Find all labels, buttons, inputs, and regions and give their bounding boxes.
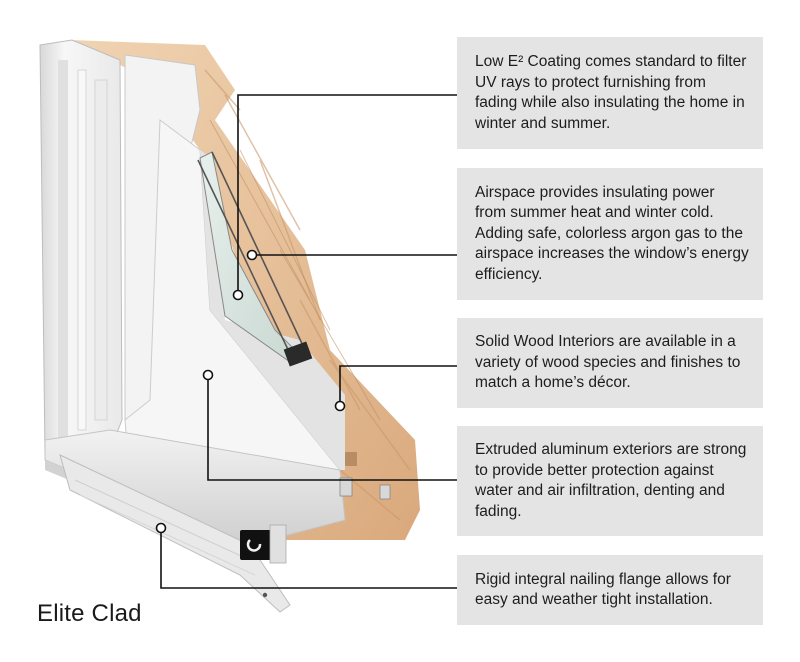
leader-dot-wood <box>334 400 346 412</box>
insulated-glass-unit <box>197 151 313 367</box>
callout-text: Low E² Coating comes standard to filter … <box>475 53 747 132</box>
callout-low-e-coating: Low E² Coating comes standard to filter … <box>457 37 763 149</box>
leader-lines <box>160 94 457 589</box>
callout-text: Rigid integral nailing flange allows for… <box>475 570 731 609</box>
aluminum-clip <box>339 452 391 500</box>
callout-text: Extruded aluminum exteriors are strong t… <box>475 441 747 520</box>
callout-solid-wood-interiors: Solid Wood Interiors are available in a … <box>457 318 763 408</box>
callout-text: Airspace provides insulating power from … <box>475 183 749 283</box>
callout-nailing-flange: Rigid integral nailing flange allows for… <box>457 555 763 625</box>
leader-dot-aluminum <box>202 369 214 381</box>
leader-endpoints <box>155 249 346 534</box>
callout-airspace: Airspace provides insulating power from … <box>457 168 763 300</box>
leader-line-flange <box>160 530 457 589</box>
diagram-caption: Elite Clad <box>37 600 142 627</box>
leader-line-low-e <box>237 94 457 292</box>
nailing-flange <box>59 454 291 613</box>
leader-dot-low-e <box>232 289 244 301</box>
leader-dot-flange <box>155 522 167 534</box>
leader-line-aluminum <box>207 376 457 481</box>
callout-text: Solid Wood Interiors are available in a … <box>475 333 741 392</box>
leader-line-wood <box>339 365 457 404</box>
callout-aluminum-exteriors: Extruded aluminum exteriors are strong t… <box>457 426 763 536</box>
leader-dot-airspace <box>246 249 258 261</box>
